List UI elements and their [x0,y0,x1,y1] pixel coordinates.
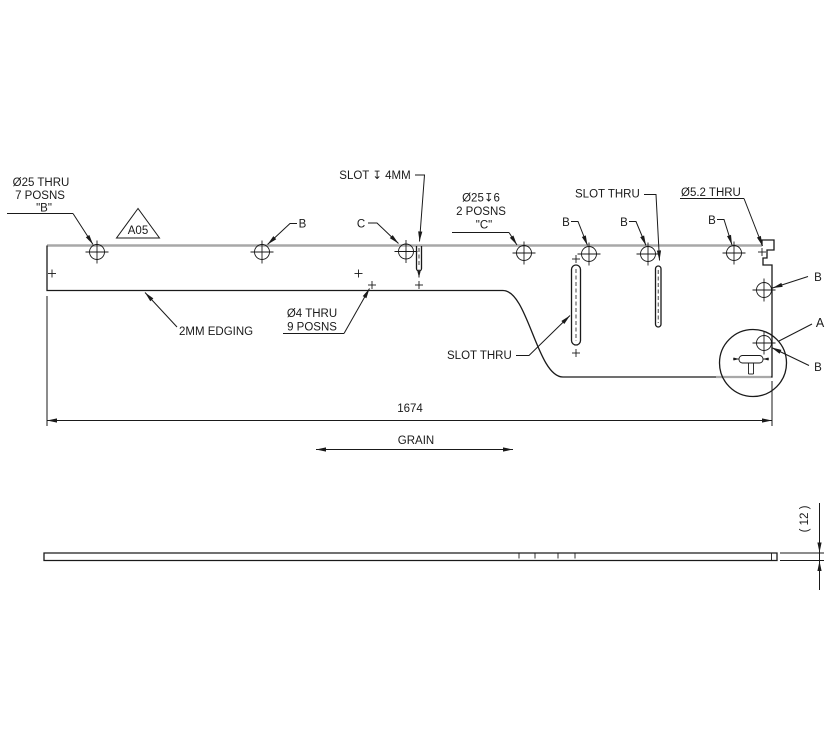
callout-b: B [299,219,307,231]
arrowhead [267,236,277,245]
slot-thru-long [570,264,582,346]
side-profile [43,552,778,562]
slots [415,246,662,346]
arrowhead [509,235,517,245]
grain-label: GRAIN [398,435,434,447]
callout-d52-thru: Ø5.2 THRU [681,187,741,199]
edge-code-label: A05 [128,225,148,237]
callout-slot-thru: SLOT THRU [447,350,512,362]
arrowhead [85,234,93,245]
callout-b: B [814,362,822,374]
arrowhead [817,561,822,571]
hole-marker-c1 [394,240,418,263]
plan-view: A05 Ø25 THRU 7 POSNS "B" B C SLOT ↧ 4MM … [7,170,825,452]
arrowhead [771,347,782,354]
arrowhead [389,235,399,244]
callout-d25cb-line1: Ø25↧6 [462,193,500,205]
callout-edging: 2MM EDGING [179,326,253,338]
hole-marker-b7 [752,331,776,355]
hole-marker-b5 [722,241,746,265]
grain-indicator: GRAIN [316,435,513,452]
arrowhead [316,447,326,452]
leader-b3 [571,221,588,246]
callout-b: B [562,217,570,229]
thickness-value: ( 12 ) [799,505,811,532]
callout-a: A [816,316,825,330]
arrowhead [581,235,588,246]
callout-c: C [357,219,365,231]
detail-a [718,328,788,398]
arrowhead [763,357,769,361]
callout-slot-thru: SLOT THRU [575,189,640,201]
slot-thru-short [654,265,662,328]
detail-circle [718,328,788,398]
side-feature-ticks [518,553,772,560]
callout-b: B [814,272,822,284]
callout-d25-line1: Ø25 THRU [13,177,70,189]
arrowhead [418,231,423,242]
leader-b2 [267,223,297,245]
centre-mark [572,349,580,357]
callout-slot-depth: SLOT ↧ 4MM [339,170,410,182]
centre-mark [368,281,376,289]
t-slot-feature [733,355,769,375]
centre-mark [415,281,423,289]
centre-mark [758,248,766,256]
callout-d4-line1: Ø4 THRU [287,308,337,320]
arrowhead [756,235,763,246]
holes [85,240,776,355]
callout-b: B [620,217,628,229]
callout-d25-line2: 7 POSNS [15,190,65,202]
slot-depth-4mm [415,246,423,278]
leader-detail-a [778,323,813,342]
centre-mark [572,255,580,263]
hole-marker-b2 [250,240,274,264]
centre-mark [48,269,56,278]
callout-d25cb-line3: "C" [476,220,492,232]
hole-marker-b1 [85,240,109,264]
arrowhead [762,418,772,423]
hole-marker-b6 [752,278,776,302]
leader-lines [7,174,813,366]
callout-d4-line2: 9 POSNS [287,322,337,334]
centre-marks [48,248,766,357]
arrowhead [417,271,421,278]
centre-mark [354,269,363,278]
callout-b: B [708,215,716,227]
leader-b4 [629,221,647,246]
length-value: 1674 [397,403,423,415]
arrowhead [727,234,732,245]
leader-slot-thru-bottom [516,315,571,356]
thickness-dimension: ( 12 ) [780,503,824,590]
side-view: ( 12 ) [43,503,824,590]
arrowhead [47,418,57,423]
hole-marker-b3 [577,242,601,266]
arrowhead [817,542,822,553]
arrowhead [561,315,570,324]
arrowhead [772,282,783,288]
arrowhead [656,250,662,261]
arrowhead [503,447,513,452]
callout-texts: Ø25 THRU 7 POSNS "B" B C SLOT ↧ 4MM Ø25↧… [13,170,825,374]
part-outline [46,239,775,378]
arrowhead [640,235,646,246]
callout-d25cb-line2: 2 POSNS [456,206,506,218]
hole-marker-c2 [512,241,536,265]
leader-slot-depth [415,174,426,242]
length-dimension: 1674 [46,296,773,426]
arrowhead [733,357,739,361]
hole-marker-b4 [636,242,660,266]
edge-code-triangle: A05 [115,207,161,239]
arrowhead [145,292,154,302]
callout-d25-line3: "B" [36,203,52,215]
leader-slot-thru-top [644,194,660,261]
arrowhead [362,288,370,299]
leader-b5 [717,219,733,246]
